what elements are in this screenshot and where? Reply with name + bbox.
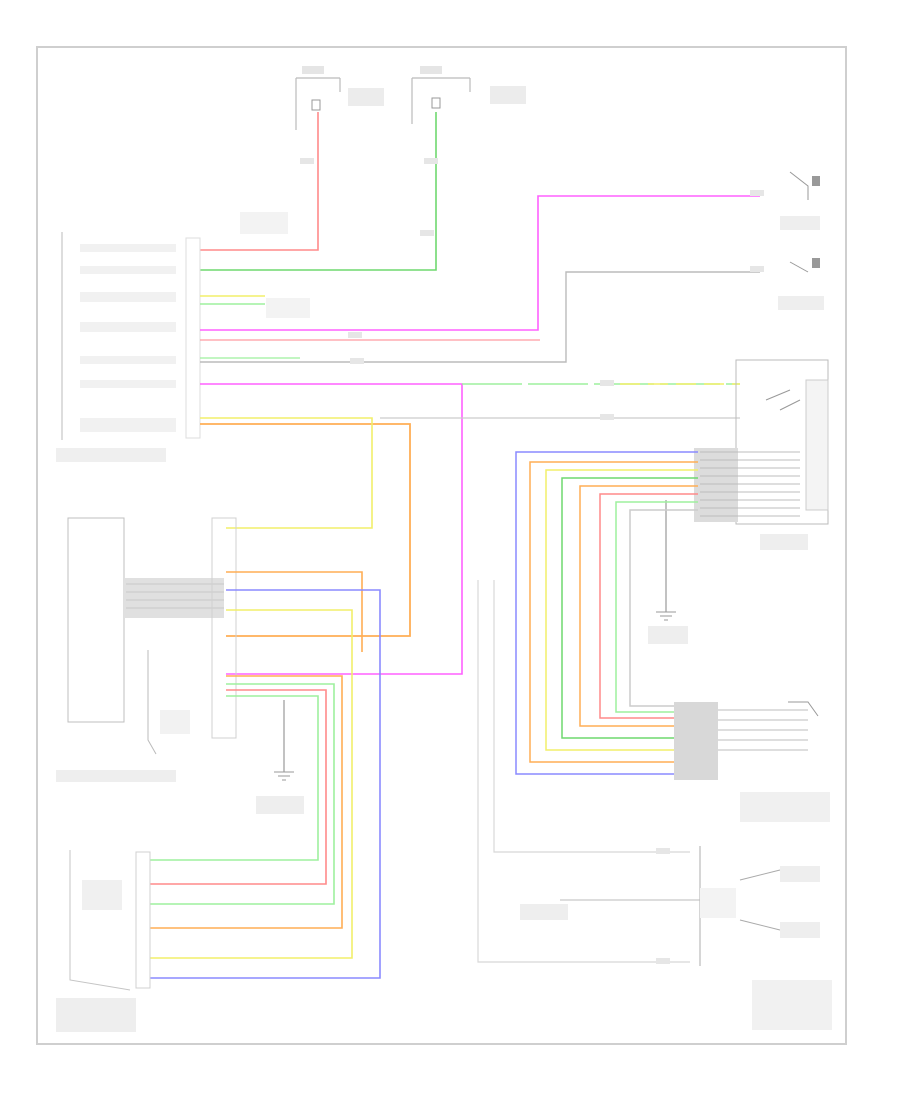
switch-bottom-right — [477, 580, 832, 1030]
diagram-border — [36, 46, 847, 1045]
display-unit-upper-right — [694, 359, 829, 550]
sensor-right-top — [780, 171, 820, 230]
wire-orange-main — [200, 423, 411, 637]
connector-left-upper — [56, 212, 310, 462]
ground-display — [648, 500, 688, 644]
wire-magenta-upper — [200, 195, 760, 331]
wire-red-fuse — [200, 112, 319, 251]
wire-green-fuse — [200, 112, 437, 271]
bus-unit-to-module — [150, 571, 381, 979]
wire-yellow-main — [200, 417, 373, 529]
fuse-block-right — [411, 66, 526, 124]
fuse-block-left — [295, 66, 384, 130]
module-lower-right — [674, 701, 830, 822]
module-bottom-left — [56, 850, 151, 1032]
ground-unit — [256, 700, 304, 814]
wire-labels-faint — [300, 158, 764, 964]
unit-left — [56, 517, 237, 782]
bus-display-to-lower — [515, 451, 698, 775]
wire-magenta-main — [200, 383, 463, 675]
sensor-right-mid — [778, 258, 824, 310]
wire-gray-sensor — [200, 271, 760, 363]
